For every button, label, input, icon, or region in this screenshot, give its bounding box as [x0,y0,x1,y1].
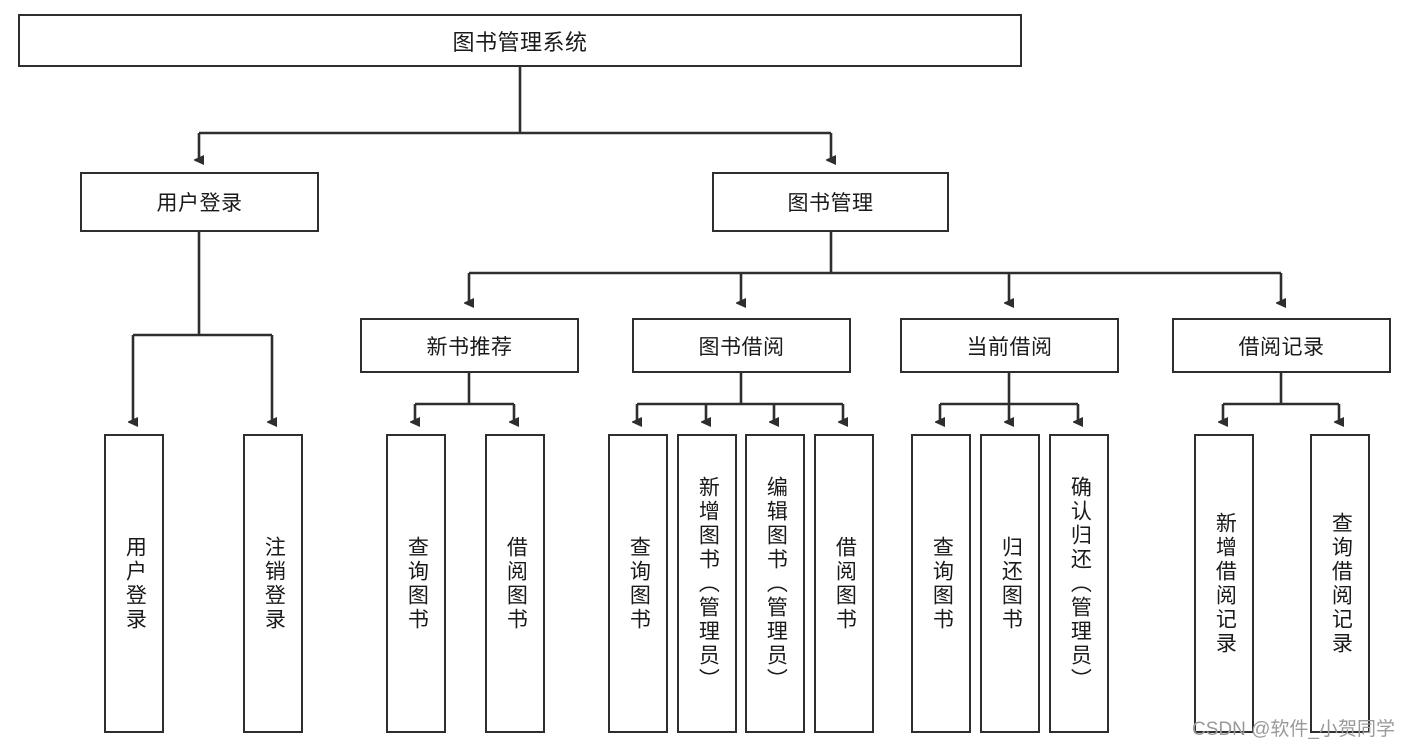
node-label: 新书推荐 [426,335,513,359]
leaf-add-borrow-record[interactable]: 新增借阅记录 [1194,434,1254,733]
node-label: 当前借阅 [966,335,1053,359]
node-borrow-record[interactable]: 借阅记录 [1172,318,1391,373]
node-book-management[interactable]: 图书管理 [712,172,949,232]
node-label: 借阅图书 [504,535,528,632]
leaf-add-book-admin[interactable]: 新增图书（管理员） [677,434,737,733]
node-book-borrow[interactable]: 图书借阅 [632,318,851,373]
node-current-borrow[interactable]: 当前借阅 [900,318,1119,373]
node-label: 查询图书 [930,535,954,632]
leaf-user-login[interactable]: 用户登录 [104,434,164,733]
leaf-query-borrow-record[interactable]: 查询借阅记录 [1310,434,1370,733]
leaf-edit-book-admin[interactable]: 编辑图书（管理员） [745,434,805,733]
node-label: 新增借阅记录 [1213,511,1237,656]
leaf-logout[interactable]: 注销登录 [243,434,303,733]
node-label: 用户登录 [123,535,147,632]
node-label: 用户登录 [156,192,243,215]
node-label: 编辑图书（管理员） [764,475,788,692]
node-label: 图书管理 [787,192,874,215]
leaf-return-book[interactable]: 归还图书 [980,434,1040,733]
leaf-borrow-book[interactable]: 借阅图书 [814,434,874,733]
node-label: 查询借阅记录 [1329,511,1353,656]
watermark-text: CSDN @软件_小贺同学 [1192,719,1395,740]
node-label: 图书管理系统 [452,29,588,55]
node-label: 新增图书（管理员） [696,475,720,692]
node-label: 查询图书 [627,535,651,632]
node-label: 注销登录 [262,535,286,632]
node-label: 借阅记录 [1238,335,1325,359]
leaf-query-book-borrow[interactable]: 查询图书 [608,434,668,733]
node-label: 归还图书 [999,535,1023,632]
node-label: 借阅图书 [833,535,857,632]
node-root-system[interactable]: 图书管理系统 [18,14,1022,67]
node-label: 确认归还（管理员） [1068,475,1092,692]
leaf-borrow-book-recommend[interactable]: 借阅图书 [485,434,545,733]
node-new-book-recommend[interactable]: 新书推荐 [360,318,579,373]
leaf-query-book-current[interactable]: 查询图书 [911,434,971,733]
leaf-confirm-return-admin[interactable]: 确认归还（管理员） [1049,434,1109,733]
node-user-login[interactable]: 用户登录 [80,172,319,232]
node-label: 查询图书 [405,535,429,632]
node-label: 图书借阅 [698,335,785,359]
leaf-query-book-recommend[interactable]: 查询图书 [386,434,446,733]
